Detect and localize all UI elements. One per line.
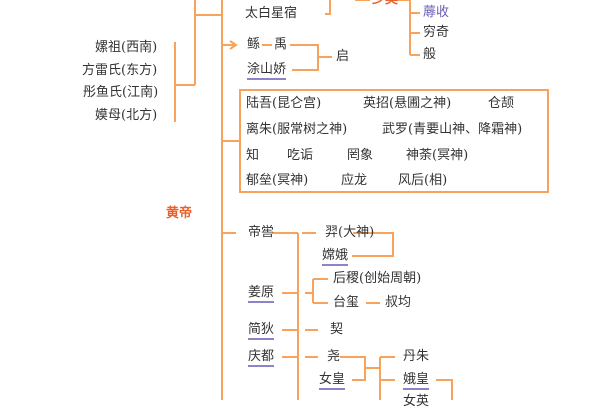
rushou-label: 蓐收 bbox=[423, 5, 450, 20]
danzhu-label: 丹朱 bbox=[403, 349, 430, 364]
yu-label: 禹 bbox=[274, 37, 288, 52]
qi-label: 启 bbox=[336, 49, 350, 64]
taibai-label: 太白星宿 bbox=[245, 6, 298, 21]
wife-label: 彤鱼氏(江南) bbox=[83, 85, 159, 100]
jiangyuan-label: 姜原 bbox=[248, 285, 275, 303]
diku-label: 帝喾 bbox=[248, 225, 275, 240]
jiandi-label: 简狄 bbox=[248, 322, 275, 340]
xie-label: 契 bbox=[330, 322, 344, 337]
box-item: 吃诟 bbox=[287, 148, 314, 163]
qingdu-label: 庆都 bbox=[248, 349, 275, 367]
box-item: 知 bbox=[246, 148, 260, 163]
yi-label: 羿(大神) bbox=[325, 225, 375, 240]
wife-label: 方雷氏(东方) bbox=[82, 63, 158, 78]
houji-label: 后稷(创始周朝) bbox=[333, 271, 422, 286]
box-item: 风后(相) bbox=[398, 173, 448, 188]
nvhuang-label: 女皇 bbox=[319, 372, 346, 390]
shaohao-label: 少昊 bbox=[372, 0, 398, 8]
qiongqi-label: 穷奇 bbox=[423, 25, 450, 40]
ban-label: 般 bbox=[423, 47, 437, 62]
wife-label: 嫘祖(西南) bbox=[95, 40, 158, 55]
huangdi-label: 黄帝 bbox=[166, 206, 193, 221]
box-item: 仓颉 bbox=[488, 96, 515, 111]
shujun-label: 叔均 bbox=[385, 295, 412, 310]
box-item: 神荼(冥神) bbox=[406, 148, 469, 163]
taixi-label: 台玺 bbox=[333, 295, 360, 310]
ehuang-label: 娥皇 bbox=[403, 372, 430, 390]
box-item: 离朱(服常树之神) bbox=[246, 122, 348, 137]
wife-label: 嫫母(北方) bbox=[95, 108, 158, 123]
connector-lines bbox=[174, 0, 549, 400]
box-item: 英招(悬圃之神) bbox=[363, 96, 452, 111]
tushan-label: 涂山娇 bbox=[247, 62, 287, 80]
gun-label: 鲧 bbox=[247, 37, 261, 52]
box-item: 郁垒(冥神) bbox=[246, 173, 309, 188]
box-item: 武罗(青要山神、降霜神) bbox=[382, 122, 523, 137]
box-item: 陆吾(昆仑宫) bbox=[246, 96, 322, 111]
change-label: 嫦娥 bbox=[322, 248, 349, 266]
box-item: 应龙 bbox=[341, 173, 368, 188]
yao-label: 尧 bbox=[327, 349, 341, 364]
nvying-label: 女英 bbox=[403, 394, 430, 409]
box-item: 罔象 bbox=[347, 148, 374, 163]
